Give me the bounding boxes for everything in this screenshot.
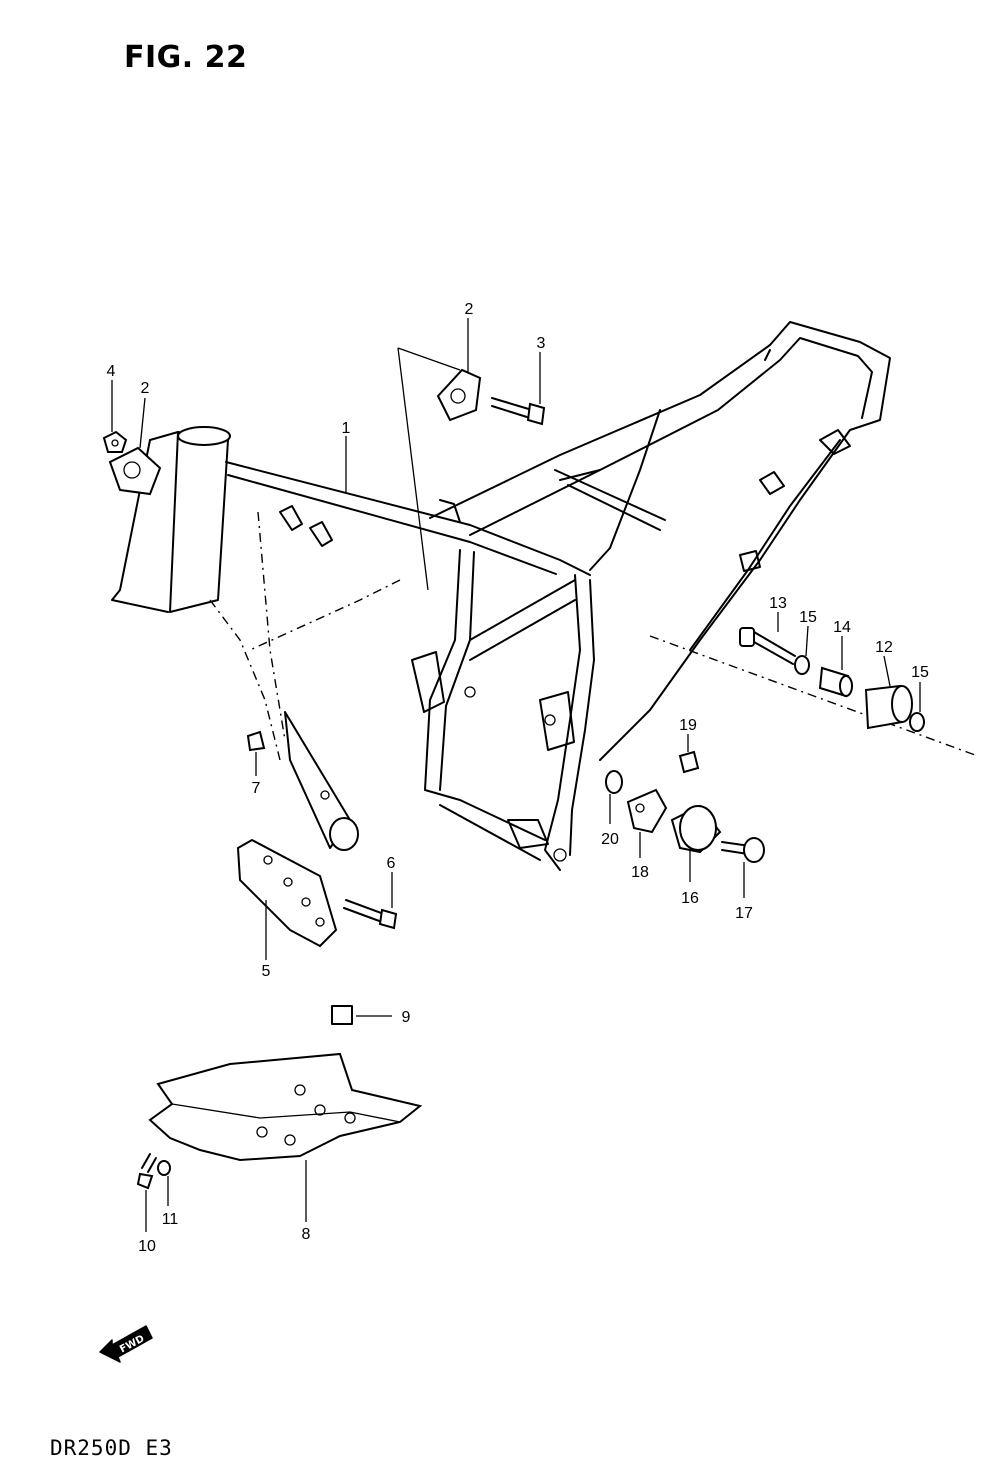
part-4-nut xyxy=(102,430,128,453)
callout-20: 20 xyxy=(601,831,619,848)
callout-8: 8 xyxy=(302,1226,311,1243)
part-9-cap xyxy=(331,1005,392,1025)
figure-title: FIG. 22 xyxy=(124,40,248,75)
part-2a-plate xyxy=(108,446,162,496)
callout-4: 4 xyxy=(107,363,116,380)
callout-2-rear: 2 xyxy=(465,301,474,318)
front-down-tube xyxy=(284,711,359,851)
callout-12: 12 xyxy=(875,639,893,656)
part-15b-washer xyxy=(909,712,925,732)
callout-19: 19 xyxy=(679,717,697,734)
part-16-bushing xyxy=(670,804,722,854)
part-14-collar xyxy=(818,666,853,698)
part-3-bolt xyxy=(491,397,546,426)
part-17-bolt xyxy=(721,837,765,863)
part-18-bracket xyxy=(626,788,668,834)
part-6-bolt xyxy=(343,899,398,930)
callout-14: 14 xyxy=(833,619,851,636)
callout-5: 5 xyxy=(262,963,271,980)
callout-16: 16 xyxy=(681,890,699,907)
callout-17: 17 xyxy=(735,905,753,922)
callout-13: 13 xyxy=(769,595,787,612)
part-11-washer xyxy=(157,1160,171,1176)
callout-11: 11 xyxy=(162,1211,179,1228)
part-15a-washer xyxy=(794,655,810,675)
part-7-nut xyxy=(246,730,266,752)
fwd-arrow-icon: FWD xyxy=(99,1325,153,1363)
part-20-nut xyxy=(605,770,623,794)
callout-6: 6 xyxy=(387,855,396,872)
callout-15-lower: 15 xyxy=(911,664,929,681)
callout-7: 7 xyxy=(252,780,261,797)
leader-lines xyxy=(111,318,921,1232)
callout-9: 9 xyxy=(402,1009,411,1026)
model-code: DR250D E3 xyxy=(50,1436,173,1460)
part-19-bolt xyxy=(678,750,700,774)
callout-numbers: 1 2 2 3 4 5 6 7 8 9 10 11 12 13 14 15 15… xyxy=(107,301,929,1255)
part-8-skid-plate xyxy=(148,1052,423,1162)
part-13-bolt xyxy=(739,627,796,665)
callout-2-front: 2 xyxy=(141,380,150,397)
assembly-lines xyxy=(209,347,976,761)
main-frame xyxy=(111,321,891,871)
callout-3: 3 xyxy=(537,335,546,352)
part-10-bolt xyxy=(136,1153,157,1190)
part-12-bushing xyxy=(864,684,913,730)
callout-10: 10 xyxy=(138,1238,156,1255)
callout-18: 18 xyxy=(631,864,649,881)
callout-1: 1 xyxy=(342,420,351,437)
callout-15-upper: 15 xyxy=(799,609,817,626)
part-5-guard xyxy=(236,838,338,948)
part-2b-plate xyxy=(436,368,482,422)
